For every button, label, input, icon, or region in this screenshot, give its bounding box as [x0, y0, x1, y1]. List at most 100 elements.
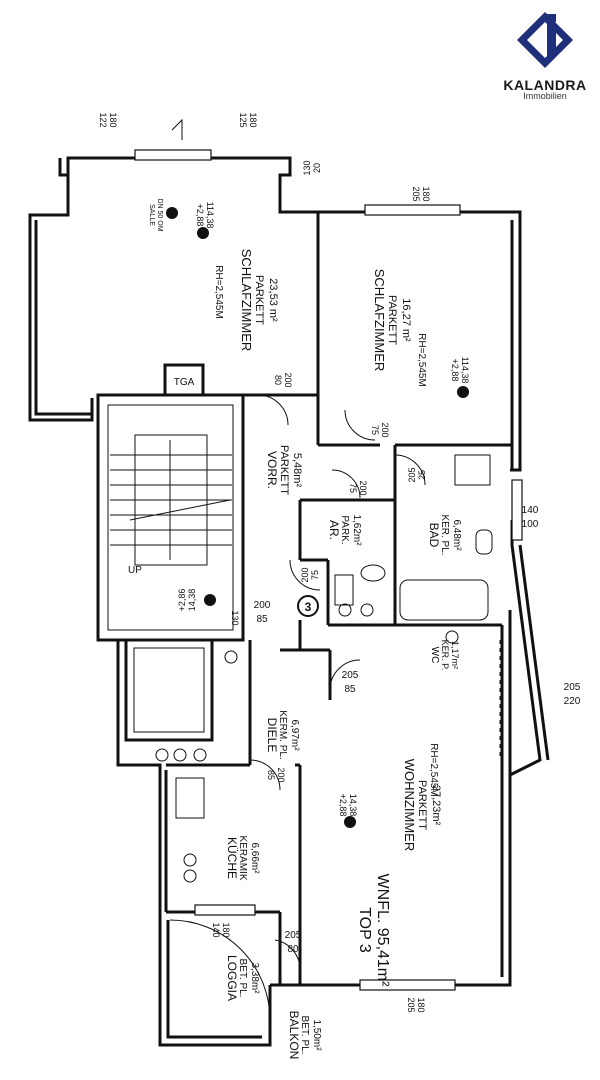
level-markers [166, 207, 469, 828]
svg-text:200: 200 [300, 567, 310, 582]
svg-text:130: 130 [302, 160, 312, 175]
svg-text:85: 85 [256, 614, 268, 625]
svg-text:KERAMIK: KERAMIK [237, 835, 248, 880]
windows [134, 149, 523, 991]
toilet [360, 564, 386, 582]
svg-text:85: 85 [266, 770, 276, 780]
svg-text:14,38: 14,38 [187, 589, 197, 612]
brand-subtitle: Immobilien [523, 91, 567, 101]
level-label-salle: SALLE DN 50 OM [148, 198, 163, 231]
svg-text:205: 205 [285, 930, 302, 941]
svg-text:WNFL. 95,41m²: WNFL. 95,41m² [374, 874, 391, 988]
svg-text:140: 140 [522, 505, 539, 516]
svg-text:KÜCHE: KÜCHE [225, 837, 239, 879]
svg-text:RH=2,545M: RH=2,545M [416, 333, 427, 387]
svg-text:1,62m²: 1,62m² [351, 514, 362, 546]
walls [28, 156, 550, 1047]
kitchen-sink [175, 777, 205, 819]
kalandra-logo-mark [517, 12, 573, 68]
svg-text:180: 180 [416, 997, 426, 1012]
svg-text:BALKON: BALKON [287, 1011, 301, 1060]
svg-text:PARKETT: PARKETT [386, 295, 398, 345]
svg-text:WC: WC [429, 647, 440, 664]
svg-text:200: 200 [283, 372, 293, 387]
room-label-kueche: KÜCHE KERAMIK 6,66m² [225, 835, 260, 880]
shaft-1 [155, 748, 169, 762]
level-marker-2 [197, 227, 209, 239]
svg-text:KERM. PL.: KERM. PL. [277, 710, 288, 759]
svg-text:1,17m²: 1,17m² [450, 641, 460, 669]
svg-text:PARKETT: PARKETT [253, 275, 265, 325]
svg-text:125: 125 [238, 112, 248, 127]
svg-text:3,38m²: 3,38m² [249, 962, 260, 994]
svg-text:25: 25 [417, 470, 427, 480]
svg-text:205: 205 [411, 186, 421, 201]
svg-text:RH=2,545M: RH=2,545M [213, 265, 224, 319]
svg-text:+2,88: +2,88 [195, 204, 205, 227]
svg-text:BAD: BAD [427, 523, 441, 548]
svg-text:85: 85 [344, 684, 356, 695]
level-label-2: +2,88 114,38 [450, 357, 470, 384]
shaft-7 [445, 630, 459, 644]
stove-burner-1 [183, 853, 197, 867]
svg-text:DIELE: DIELE [265, 718, 279, 753]
svg-text:16,27 m²: 16,27 m² [400, 298, 412, 342]
svg-text:+2,88: +2,88 [338, 794, 348, 817]
svg-text:SALLE: SALLE [148, 204, 155, 226]
unit-marker [297, 595, 319, 617]
svg-text:205: 205 [407, 467, 417, 482]
section-marker-icon [171, 118, 183, 140]
room-label-ar: AR. PARK. 1,62m² [327, 514, 362, 546]
room-label-wohnzimmer: WOHNZIMMER PARKETT 27,23m² RH=2,545M [402, 743, 442, 851]
svg-text:1,50m²: 1,50m² [311, 1019, 322, 1051]
stove-burner-2 [183, 869, 197, 883]
shaft-3 [193, 748, 207, 762]
svg-text:200: 200 [380, 422, 390, 437]
svg-text:SCHLAFZIMMER: SCHLAFZIMMER [372, 269, 387, 372]
svg-text:VORR.: VORR. [265, 451, 279, 489]
svg-text:6,48m²: 6,48m² [451, 519, 462, 551]
svg-text:75: 75 [348, 483, 358, 493]
svg-text:220: 220 [564, 696, 581, 707]
svg-text:20: 20 [312, 163, 322, 173]
shaft-4 [224, 650, 238, 664]
doors [169, 394, 426, 1021]
svg-text:140: 140 [211, 922, 221, 937]
wc-cistern [334, 574, 354, 606]
level-marker-4 [204, 594, 216, 606]
svg-text:130: 130 [230, 610, 240, 625]
room-label-diele: DIELE KERM. PL. 6,97m² [265, 710, 300, 759]
svg-text:+2,86: +2,86 [177, 589, 187, 612]
room-label-bad: BAD KER. PL. 6,48m² [427, 514, 462, 555]
svg-text:SCHLAFZIMMER: SCHLAFZIMMER [239, 249, 254, 352]
svg-text:205: 205 [342, 670, 359, 681]
company-logo: KALANDRA Immobilien [500, 10, 590, 102]
svg-text:AR.: AR. [327, 520, 341, 540]
svg-text:180: 180 [108, 112, 118, 127]
fixtures [155, 454, 501, 883]
svg-text:100: 100 [522, 519, 539, 530]
svg-text:23,53 m²: 23,53 m² [267, 278, 279, 322]
room-label-schlafzimmer-1: SCHLAFZIMMER PARKETT 23,53 m² RH=2,545M [213, 249, 279, 352]
svg-text:114,38: 114,38 [205, 202, 215, 229]
brand-name: KALANDRA [503, 77, 587, 93]
svg-text:75: 75 [310, 570, 320, 580]
svg-text:RH=2,545M: RH=2,545M [428, 743, 439, 797]
svg-text:200: 200 [276, 767, 286, 782]
svg-text:PARK.: PARK. [339, 515, 350, 544]
shaft-2 [173, 748, 187, 762]
unit-number: 3 [305, 600, 312, 614]
svg-text:+2,88: +2,88 [450, 359, 460, 382]
unit-label: TOP 3 WNFL. 95,41m² [356, 874, 391, 988]
svg-text:6,66m²: 6,66m² [249, 842, 260, 874]
